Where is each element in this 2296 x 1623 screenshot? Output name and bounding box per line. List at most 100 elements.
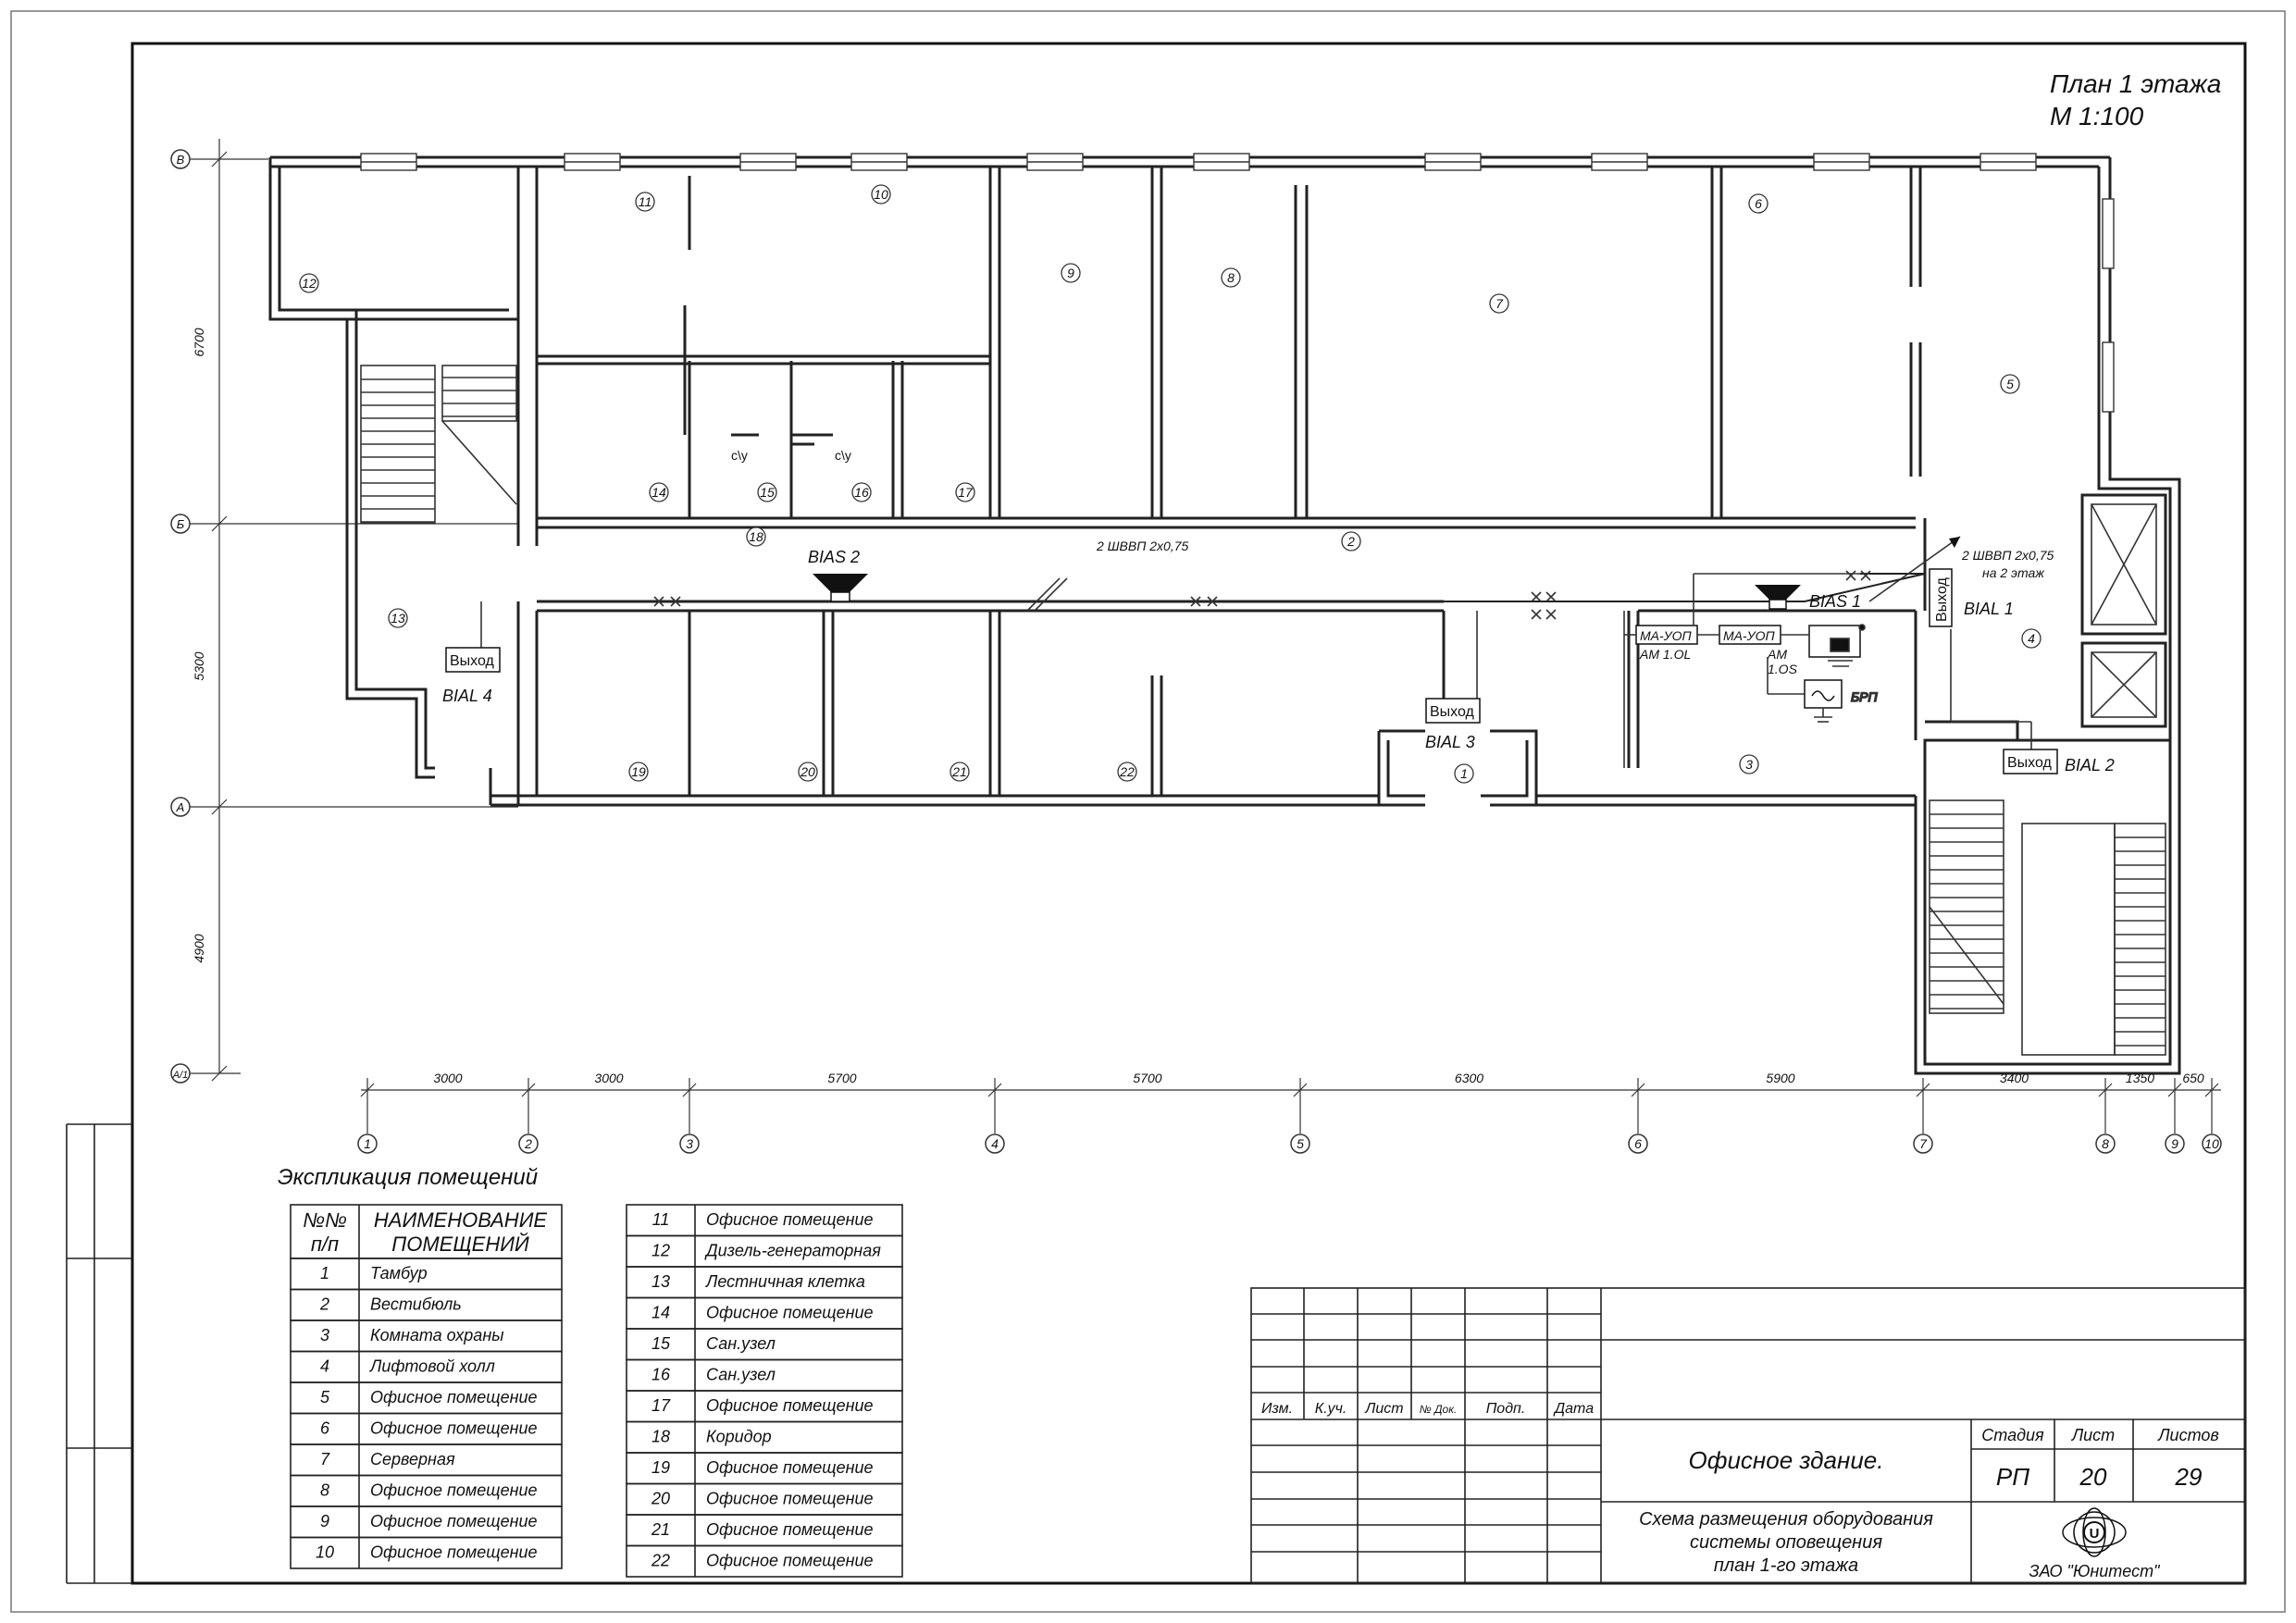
stage-label: Стадия	[1981, 1426, 2044, 1444]
room-number-cell: 3	[320, 1326, 329, 1344]
room-number: 3	[1745, 757, 1753, 772]
room-number-cell: 6	[320, 1419, 330, 1438]
room-number-cell: 8	[320, 1481, 329, 1500]
speaker-bias-1[interactable]: BIAS 1	[1755, 585, 1861, 611]
axis-row-marker	[170, 797, 191, 817]
axis-column-label: 7	[1919, 1136, 1928, 1151]
wc-label: с\у	[835, 448, 851, 463]
room-number-cell: 4	[320, 1357, 329, 1376]
room-number: 12	[302, 276, 316, 291]
exit-sign-bial-1[interactable]: Выход BIAL 1	[1929, 568, 2014, 627]
room-name-cell: Офисное помещение	[370, 1543, 538, 1562]
room-name-cell: Офисное помещение	[706, 1458, 874, 1477]
lift-shafts	[2091, 503, 2157, 718]
cable-cross-marks	[653, 570, 1871, 620]
table-header: НАИМЕНОВАНИЕ	[374, 1208, 548, 1232]
binding-margin	[66, 1123, 132, 1584]
room-number: 4	[2028, 631, 2035, 646]
room-number: 9	[1067, 266, 1074, 280]
exit-sign-bial-2[interactable]: Выход BIAL 2	[2003, 749, 2115, 774]
warning-cable	[537, 573, 1926, 602]
sheet-value: 20	[2079, 1463, 2107, 1491]
room-number-marker	[649, 482, 669, 502]
dimension-tick	[2167, 1083, 2182, 1097]
room-number-marker	[1221, 267, 1241, 288]
amplifier-am-1os[interactable]: МА-УОП AM 1.OS	[1719, 625, 1798, 676]
room-number: 18	[749, 529, 763, 544]
room-number: 19	[631, 764, 646, 779]
logo-letter: U	[2090, 1526, 2100, 1542]
am-label: 1.OS	[1768, 662, 1798, 676]
speaker-icon	[813, 574, 868, 592]
speaker-label: BIAS 2	[808, 548, 860, 566]
room-number: 14	[652, 485, 666, 500]
axis-column-marker	[518, 1134, 539, 1154]
room-name-cell: Лифтовой холл	[369, 1357, 495, 1376]
room-number-marker	[299, 273, 319, 293]
plan-title: План 1 этажа	[2050, 69, 2221, 98]
plan-scale: М 1:100	[2050, 102, 2144, 130]
room-name-cell: Тамбур	[370, 1264, 428, 1282]
room-name-cell: Офисное помещение	[706, 1520, 874, 1539]
room-number-cell: 17	[652, 1396, 671, 1415]
stamp-header: К.уч.	[1315, 1401, 1347, 1417]
room-number-cell: 1	[320, 1264, 329, 1282]
room-number: 8	[1227, 270, 1235, 285]
dimension-tick	[2098, 1083, 2113, 1097]
exit-sign-label: Выход	[1934, 576, 1950, 622]
room-name-cell: Офисное помещение	[370, 1419, 538, 1438]
row-dimension: 4900	[192, 934, 206, 962]
axis-row-label: Б	[177, 517, 185, 531]
explication-title: Экспликация помещений	[278, 1165, 538, 1190]
room-name-cell: Офисное помещение	[706, 1396, 874, 1415]
axis-row-marker	[170, 1063, 191, 1084]
exit-sign-bial-4[interactable]: Выход BIAL 4	[442, 647, 501, 705]
stamp-header: Подп.	[1486, 1401, 1526, 1417]
dimension-tick	[682, 1083, 697, 1097]
room-number: 17	[958, 485, 974, 500]
column-dimension: 5700	[1133, 1071, 1161, 1085]
exit-sign-label: Выход	[2007, 755, 2053, 771]
stamp-header: Лист	[1364, 1401, 1403, 1417]
axis-column-label: 8	[2102, 1136, 2109, 1151]
speaker-icon	[830, 591, 850, 602]
exit-sign-tag: BIAL 4	[442, 687, 492, 705]
room-number-cell: 19	[652, 1458, 670, 1477]
room-number: 1	[1460, 766, 1468, 781]
room-number-cell: 7	[320, 1450, 330, 1468]
room-number: 2	[1347, 534, 1355, 549]
exit-sign-label: Выход	[450, 653, 495, 669]
column-dimension: 3000	[433, 1071, 462, 1085]
axis-column-label: 5	[1297, 1136, 1304, 1151]
room-number-cell: 14	[652, 1304, 670, 1322]
exit-sign-bial-3[interactable]: Выход BIAL 3	[1425, 698, 1481, 751]
room-number-cell: 22	[651, 1552, 670, 1570]
room-number-cell: 15	[652, 1334, 671, 1353]
dimension-tick	[1293, 1083, 1308, 1097]
speaker-bias-2[interactable]: BIAS 2	[808, 548, 868, 602]
room-name-cell: Сан.узел	[706, 1334, 776, 1353]
room-number-cell: 20	[651, 1490, 670, 1508]
am-label: AM	[1767, 647, 1787, 662]
ma-uop-label: МА-УОП	[1640, 628, 1693, 643]
room-number-marker	[1739, 754, 1759, 774]
axis-column-marker	[1290, 1134, 1310, 1154]
control-unit[interactable]	[1808, 624, 1866, 667]
axis-column-label: 10	[2204, 1136, 2219, 1151]
battery-icon	[1830, 638, 1850, 652]
axis-column-label: 9	[2171, 1136, 2178, 1151]
sheet-outer-border	[10, 10, 2286, 1613]
room-number-marker	[2021, 628, 2042, 649]
room-number: 22	[1119, 764, 1135, 779]
room-number-marker	[1489, 293, 1509, 314]
room-number-marker	[628, 762, 649, 782]
axis-column-label: 1	[364, 1136, 371, 1151]
room-number: 10	[874, 187, 888, 202]
room-number-cell: 16	[652, 1366, 671, 1384]
row-axes: В Б А А/1 6700 5300 4900	[170, 139, 518, 1084]
power-unit-brp[interactable]: БРП	[1767, 657, 1879, 723]
amplifier-am-1ol[interactable]: МА-УОП AM 1.OL	[1635, 625, 1698, 662]
room-name-cell: Офисное помещение	[706, 1552, 874, 1570]
